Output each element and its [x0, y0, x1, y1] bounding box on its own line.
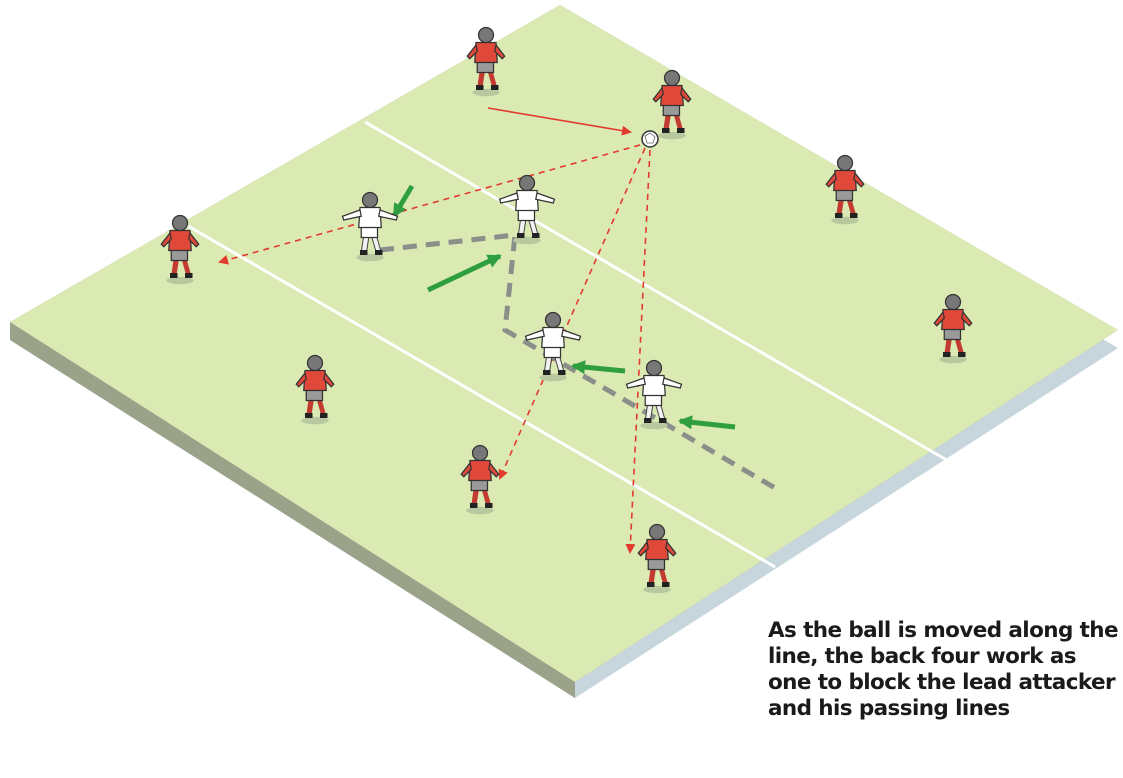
ball — [641, 130, 659, 148]
pitch-line-upper — [364, 120, 951, 464]
pass-option-arrow — [625, 149, 651, 554]
movement-arrow — [391, 184, 415, 218]
pass-arrow — [487, 107, 632, 136]
pitch-line-lower — [187, 224, 776, 569]
movement-arrow — [678, 415, 736, 430]
pass-option-arrow — [218, 144, 641, 265]
pass-option-arrow — [498, 147, 646, 480]
movement-arrow — [426, 253, 502, 293]
movement-arrow — [571, 360, 626, 375]
diagram-caption: As the ball is moved along the line, the… — [768, 618, 1119, 721]
